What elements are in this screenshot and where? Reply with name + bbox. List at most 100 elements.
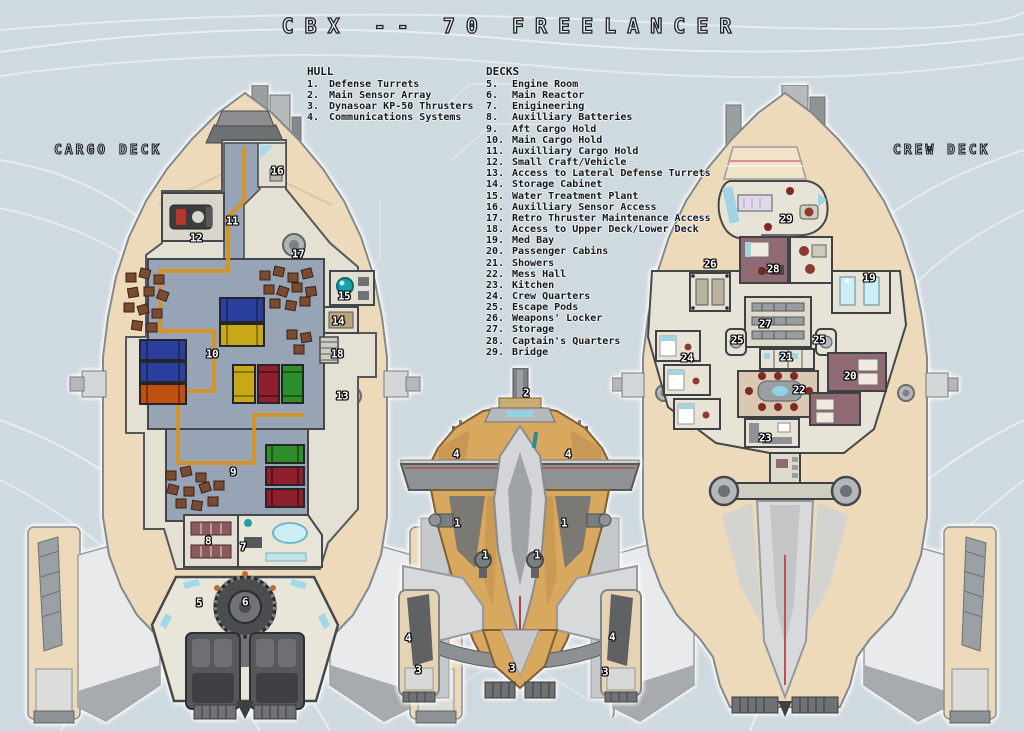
cargo-deck-marker-12: 12 — [189, 231, 203, 245]
front-lower-body — [481, 629, 559, 699]
legend-item: 25.Escape Pods — [486, 302, 579, 314]
crew-deck-marker-26: 26 — [703, 257, 717, 271]
captains-quarters — [739, 236, 789, 284]
crew-deck-illustration — [612, 85, 997, 724]
front-gear-pod-right — [600, 589, 642, 703]
hull-front-marker-4: 4 — [608, 630, 616, 644]
legend-item: 11.Auxilliary Cargo Hold — [486, 145, 639, 157]
crew-nose-block — [723, 146, 807, 180]
hull-front-marker-3: 3 — [414, 663, 422, 677]
storage-cabinet-room — [323, 306, 359, 334]
front-gear-pod-left — [398, 589, 440, 703]
legend-item: 21.Showers — [486, 257, 555, 269]
crew-deck-marker-21: 21 — [779, 350, 793, 364]
legend-item: 27.Storage — [486, 324, 555, 336]
legend-item: 12.Small Craft/Vehicle — [486, 157, 627, 169]
legend-item: 3.Dynasoar KP-50 Thrusters — [307, 101, 474, 113]
small-craft-room — [161, 192, 225, 242]
sensor-access-room — [257, 142, 287, 188]
cargo-deck-marker-18: 18 — [330, 347, 344, 361]
cargo-guide-path — [158, 147, 304, 465]
cargo-deck-illustration — [27, 85, 463, 724]
hull-front-marker-1: 1 — [560, 516, 568, 530]
legend-item: 5.Engine Room — [486, 79, 579, 90]
cargo-deck-marker-6: 6 — [241, 595, 249, 609]
hull-front-marker-4: 4 — [452, 447, 460, 461]
hull-legend-heading: HULL — [307, 65, 334, 78]
cargo-deck-label: CARGO DECK — [53, 142, 163, 158]
hull-front-marker-3: 3 — [601, 665, 609, 679]
engine-room — [150, 571, 340, 720]
mess-hall-room — [737, 370, 819, 418]
legend-item: 2.Main Sensor Array — [307, 90, 432, 102]
cargo-deck-marker-13: 13 — [335, 389, 349, 403]
legend-item: 1.Defense Turrets — [307, 79, 420, 90]
crew-hull-feet — [731, 696, 839, 717]
front-belly-turrets — [474, 551, 544, 578]
hull-front-marker-4: 4 — [564, 447, 572, 461]
legend-item: 23.Kitchen — [486, 279, 555, 291]
water-treatment-room — [329, 270, 375, 306]
legend-item: 6.Main Reactor — [486, 90, 585, 102]
legend-item: 29.Bridge — [486, 346, 549, 358]
cargo-deck-marker-7: 7 — [239, 540, 247, 554]
storage-room — [744, 296, 812, 348]
passenger-cabins-rooms — [809, 352, 887, 426]
crew-deck-marker-29: 29 — [779, 212, 793, 226]
med-bay-room — [831, 270, 891, 314]
legend-item: 4.Communications Systems — [307, 112, 462, 124]
legend-item: 10.Main Cargo Hold — [486, 134, 603, 146]
crew-deck-marker-25: 25 — [812, 333, 826, 347]
bridge-side-room — [789, 236, 833, 284]
crew-deck-marker-27: 27 — [758, 317, 772, 331]
kitchen-room — [744, 418, 800, 448]
engineering-room — [237, 514, 323, 568]
legend-item: 20.Passenger Cabins — [486, 246, 609, 258]
cargo-deck-marker-14: 14 — [331, 314, 345, 328]
escape-pods — [725, 328, 837, 356]
cargo-deck-marker-17: 17 — [291, 247, 305, 261]
legend-item: 9.Aft Cargo Hold — [486, 123, 597, 135]
cargo-deck-marker-15: 15 — [337, 289, 351, 303]
cargo-deck-marker-10: 10 — [205, 347, 219, 361]
cargo-deck-marker-11: 11 — [225, 214, 239, 228]
crew-deck-marker-19: 19 — [862, 271, 876, 285]
cargo-deck-marker-5: 5 — [195, 596, 203, 610]
front-side-turrets — [428, 513, 612, 528]
crew-deck-marker-25: 25 — [730, 333, 744, 347]
retro-thruster-dome — [282, 233, 306, 257]
legend-item: 13.Access to Lateral Defense Turrets — [486, 168, 711, 180]
cargo-deck-marker-16: 16 — [270, 164, 284, 178]
legend-item: 14.Storage Cabinet — [486, 179, 603, 191]
showers-room — [759, 348, 815, 370]
front-nose-blade — [492, 424, 548, 644]
crew-deck-marker-24: 24 — [680, 351, 694, 365]
battery-room — [183, 514, 239, 568]
deck-ladder — [319, 336, 339, 364]
cargo-deck-marker-9: 9 — [229, 465, 237, 479]
legend-item: 24.Crew Quarters — [486, 290, 591, 302]
crew-quarters-rooms — [655, 330, 721, 430]
hull-front-illustration — [398, 368, 642, 703]
hull-front-marker-2: 2 — [522, 386, 530, 400]
legend-item: 7.Enigineering — [486, 101, 585, 113]
legend-item: 16.Auxilliary Sensor Access — [486, 201, 657, 213]
legend-item: 17.Retro Thruster Maintenance Access — [486, 212, 711, 224]
hull-front-marker-3: 3 — [508, 661, 516, 675]
legend-item: 22.Mess Hall — [486, 268, 567, 280]
crew-deck-marker-23: 23 — [758, 431, 772, 445]
crew-deck-marker-20: 20 — [843, 369, 857, 383]
crew-deck-label: CREW DECK — [892, 142, 991, 158]
legend-item: 28.Captain's Quarters — [486, 335, 621, 347]
hull-front-marker-1: 1 — [481, 548, 489, 562]
cargo-containers — [139, 297, 305, 508]
hull-front-marker-1: 1 — [453, 516, 461, 530]
legend-item: 19.Med Bay — [486, 235, 555, 247]
crew-deck-marker-22: 22 — [792, 383, 806, 397]
hull-front-marker-4: 4 — [404, 631, 412, 645]
turret-access-corridor — [708, 452, 862, 507]
